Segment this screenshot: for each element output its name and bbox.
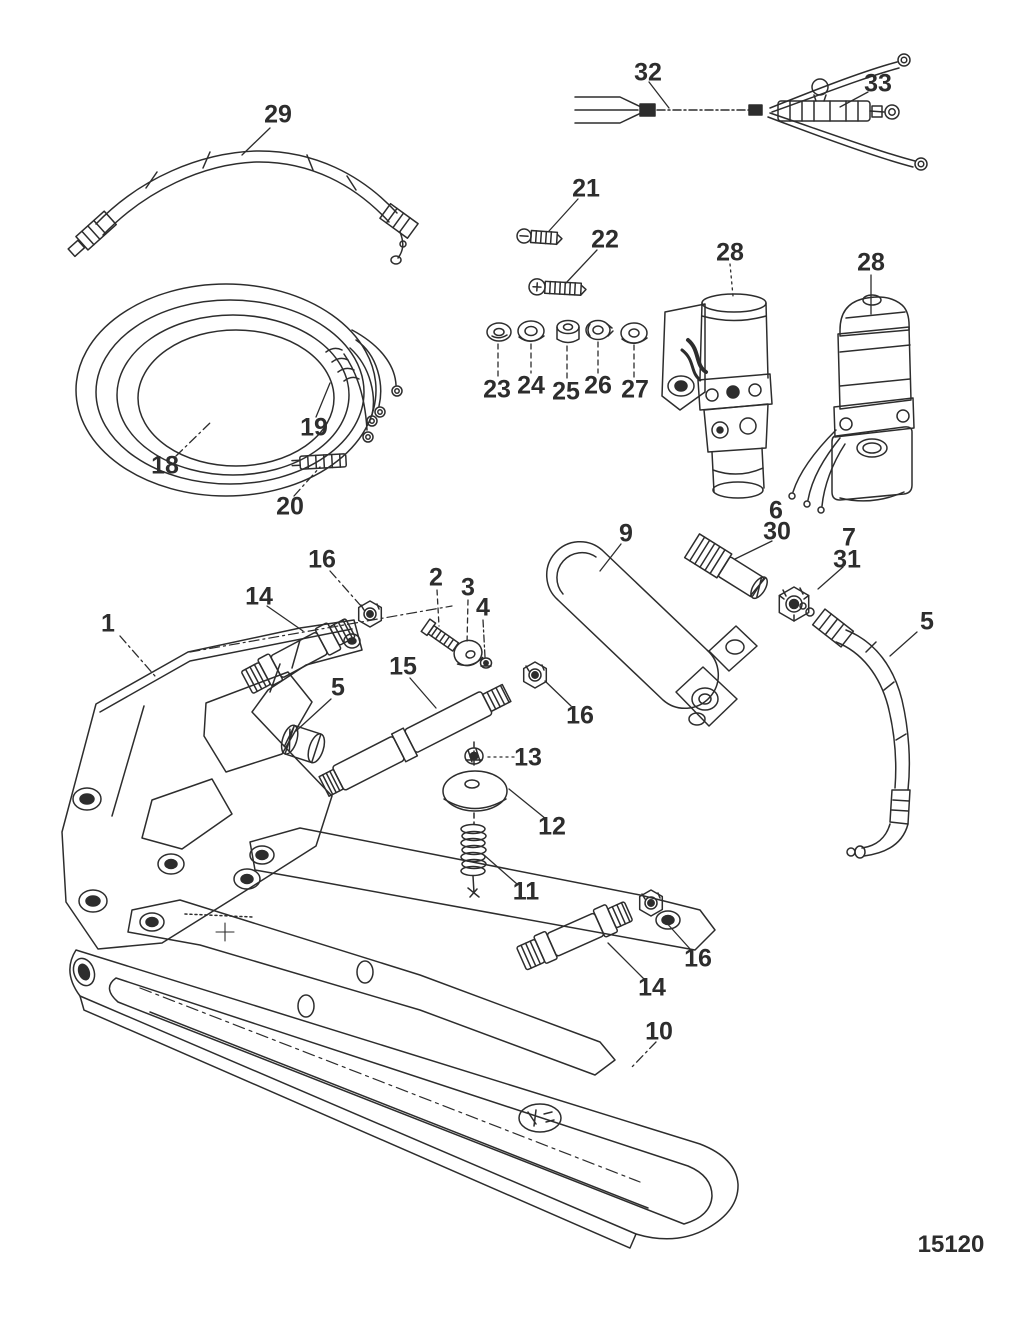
callout-2: 2 [429, 563, 443, 592]
wire-boot-19 [325, 347, 360, 382]
callout-21: 21 [572, 174, 600, 203]
nut-7-31 [778, 586, 810, 622]
washer-24 [517, 320, 545, 342]
pin-15 [318, 683, 512, 798]
callout-11: 11 [512, 877, 540, 906]
callout-6: 6 [769, 496, 783, 525]
transom-bracket-1 [61, 605, 453, 950]
callout-16-lower: 16 [684, 944, 712, 973]
callout-5-plug: 5 [331, 673, 345, 702]
callout-29: 29 [264, 100, 292, 129]
pivot-arm-lower [127, 899, 616, 1076]
callout-10: 10 [645, 1017, 673, 1046]
anchor-pin-14-lower [516, 901, 633, 971]
callout-14-upper: 14 [245, 582, 273, 611]
fitting-6-30 [683, 533, 768, 600]
callout-16-upper: 16 [308, 545, 336, 574]
callout-26: 26 [584, 371, 612, 400]
callout-28-left: 28 [716, 238, 744, 267]
pivot-arm-upper [184, 827, 716, 951]
callout-30: 30 [763, 517, 791, 546]
callout-20: 20 [276, 492, 304, 521]
trim-pump-28-right [788, 294, 915, 514]
connector-20 [291, 453, 347, 470]
trim-pump-28-left [661, 293, 773, 499]
drawing-number: 15120 [917, 1231, 985, 1258]
nut-4 [479, 657, 493, 669]
screw-21 [516, 228, 563, 246]
callout-27: 27 [621, 375, 649, 404]
washer-27 [620, 322, 648, 344]
leader-lines [119, 81, 918, 1070]
callout-4: 4 [476, 593, 490, 622]
callout-24: 24 [517, 371, 545, 400]
callout-15: 15 [389, 652, 417, 681]
locknut-16-lower [638, 889, 664, 917]
spacer-25 [556, 319, 580, 344]
plug-5-left [280, 724, 326, 764]
callout-33: 33 [864, 69, 892, 98]
callout-25: 25 [552, 377, 580, 406]
callout-18: 18 [151, 451, 179, 480]
callout-12: 12 [538, 812, 566, 841]
locknut-16-upper [357, 600, 383, 628]
washer-3 [453, 639, 484, 667]
callout-31: 31 [833, 545, 861, 574]
callout-22: 22 [591, 225, 619, 254]
cylinder-9 [545, 540, 758, 727]
callout-3: 3 [461, 573, 475, 602]
callout-7: 7 [842, 523, 856, 552]
callout-32: 32 [634, 58, 662, 87]
callout-16-middle: 16 [566, 701, 594, 730]
anchor-pin-14-upper [241, 618, 356, 694]
wiring-coil-18 [75, 283, 403, 497]
locknut-16-middle [522, 661, 548, 689]
washer-23 [486, 322, 512, 342]
housing-10 [69, 949, 739, 1249]
callout-9: 9 [619, 519, 633, 548]
washer-12 [442, 741, 508, 825]
wire-harness-32-33 [574, 53, 928, 171]
hose-5-right [799, 602, 911, 859]
callout-14-lower: 14 [638, 973, 666, 1002]
callout-23: 23 [483, 375, 511, 404]
screw-22 [528, 278, 587, 296]
callout-1: 1 [101, 609, 115, 638]
callout-13: 13 [514, 743, 542, 772]
callout-28-right: 28 [857, 248, 885, 277]
callout-19: 19 [300, 413, 328, 442]
hose-29 [67, 150, 419, 265]
lock-washer-26 [585, 319, 614, 341]
callout-5-hose: 5 [920, 607, 934, 636]
screw-2 [420, 618, 460, 652]
